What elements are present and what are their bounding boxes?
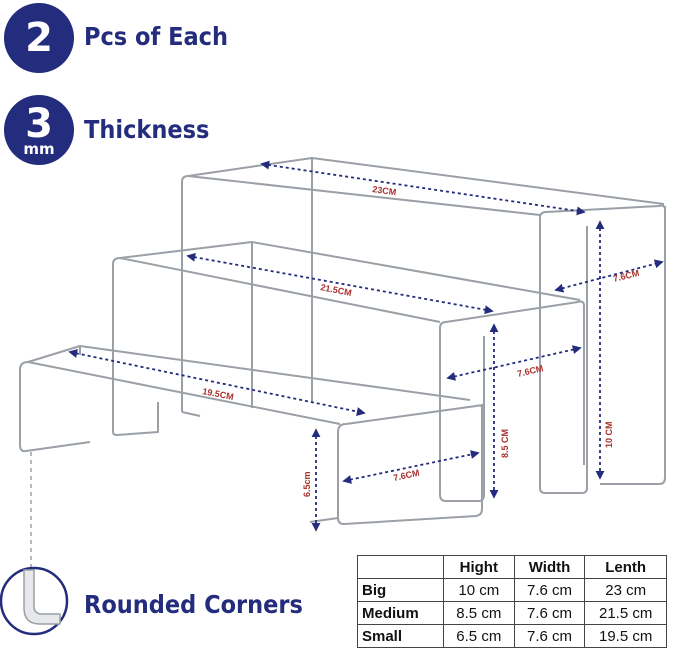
table-row: Small 6.5 cm 7.6 cm 19.5 cm [357, 624, 667, 648]
dim-low-width-line [68, 349, 366, 416]
size-spec-table: Hight Width Lenth Big 10 cm 7.6 cm 23 cm… [357, 555, 667, 648]
dim-low-height-label: 6.5cm [302, 471, 312, 497]
rounded-corner-detail [23, 569, 61, 625]
thickness-badge: 3 mm [4, 95, 74, 165]
table-row-label: Big [357, 578, 444, 602]
dim-low-depth-label: 7.6CM [392, 468, 420, 483]
dim-mid-depth-line [446, 345, 582, 381]
table-header-cell: Lenth [584, 555, 667, 579]
table-cell: 8.5 cm [442, 601, 515, 625]
dim-low-depth-line [342, 450, 480, 484]
table-header-cell: Width [513, 555, 586, 579]
big-riser [181, 157, 666, 494]
dim-top-width-line [260, 160, 586, 216]
pieces-label: Pcs of Each [84, 22, 228, 51]
thickness-badge-number: 3 [25, 101, 53, 147]
table-row-label: Small [357, 624, 444, 648]
table-header-cell: Hight [442, 555, 515, 579]
pieces-badge-number: 2 [25, 15, 53, 61]
pieces-badge: 2 [4, 3, 74, 73]
dim-top-height-label: 10 CM [604, 421, 614, 448]
thickness-badge-unit: mm [23, 140, 55, 158]
small-riser [19, 345, 484, 525]
rounded-corner-callout [0, 452, 69, 636]
rounded-corners-label: Rounded Corners [84, 590, 303, 619]
table-cell: 23 cm [584, 578, 667, 602]
thickness-label: Thickness [84, 115, 210, 144]
table-cell: 7.6 cm [513, 624, 586, 648]
table-cell: 6.5 cm [442, 624, 515, 648]
table-cell: 7.6 cm [513, 601, 586, 625]
table-cell: 21.5 cm [584, 601, 667, 625]
dim-top-width-label: 23CM [372, 184, 397, 197]
table-cell: 10 cm [442, 578, 515, 602]
medium-riser [112, 241, 585, 502]
table-row: Big 10 cm 7.6 cm 23 cm [357, 578, 667, 602]
dim-top-depth-line [554, 259, 664, 293]
table-header-row: Hight Width Lenth [357, 555, 667, 579]
dim-top-depth-label: 7.6CM [612, 268, 640, 284]
table-cell: 7.6 cm [513, 578, 586, 602]
table-row: Medium 8.5 cm 7.6 cm 21.5 cm [357, 601, 667, 625]
table-row-label: Medium [357, 601, 444, 625]
table-cell: 19.5 cm [584, 624, 667, 648]
table-header-cell [357, 555, 444, 579]
dim-mid-height-label: 8.5 CM [500, 429, 510, 458]
